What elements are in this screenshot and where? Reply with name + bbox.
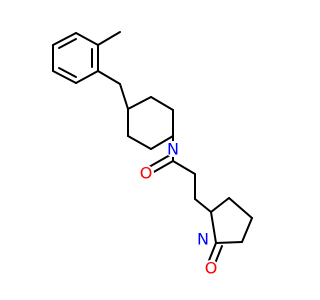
benzene-bond: [75, 70, 99, 84]
pyrrolidinone-bond: [210, 211, 217, 244]
pyrrolidinone-nitrogen-label: N: [197, 230, 209, 249]
piperidine-bond: [127, 96, 152, 110]
aromatic-double-bond: [58, 38, 77, 49]
propyl-chain-bond: [172, 160, 196, 175]
benzene-bond: [75, 32, 99, 46]
pyrrolidinone-bond: [215, 241, 243, 244]
molecule-diagram: N O N O: [52, 31, 253, 278]
methyl-bond: [97, 31, 121, 46]
benzene-bond: [52, 70, 77, 84]
pyrrolidinone-bond: [241, 217, 253, 243]
pyrrolidinone-bond: [228, 197, 253, 219]
ethyl-linker-bond: [97, 70, 121, 85]
carbonyl-double-bond: [151, 160, 174, 174]
piperidine-bond: [150, 96, 174, 111]
propyl-chain-bond: [194, 198, 212, 213]
piperidine-bond: [127, 135, 152, 150]
bond-skeleton: [52, 31, 253, 267]
atom-labels: N O N O: [138, 140, 219, 278]
carbonyl-oxygen-label: O: [140, 164, 153, 183]
ethyl-linker-bond: [119, 83, 129, 110]
piperidine-bond: [150, 135, 174, 150]
pyrrolidinone-bond: [210, 197, 230, 213]
lactam-double-bond: [207, 242, 217, 264]
aromatic-double-bond: [58, 67, 77, 78]
piperidine-nitrogen-label: N: [167, 140, 179, 159]
benzene-bond: [52, 32, 77, 46]
carbonyl-double-bond: [148, 154, 171, 168]
lactam-oxygen-label: O: [205, 259, 218, 278]
